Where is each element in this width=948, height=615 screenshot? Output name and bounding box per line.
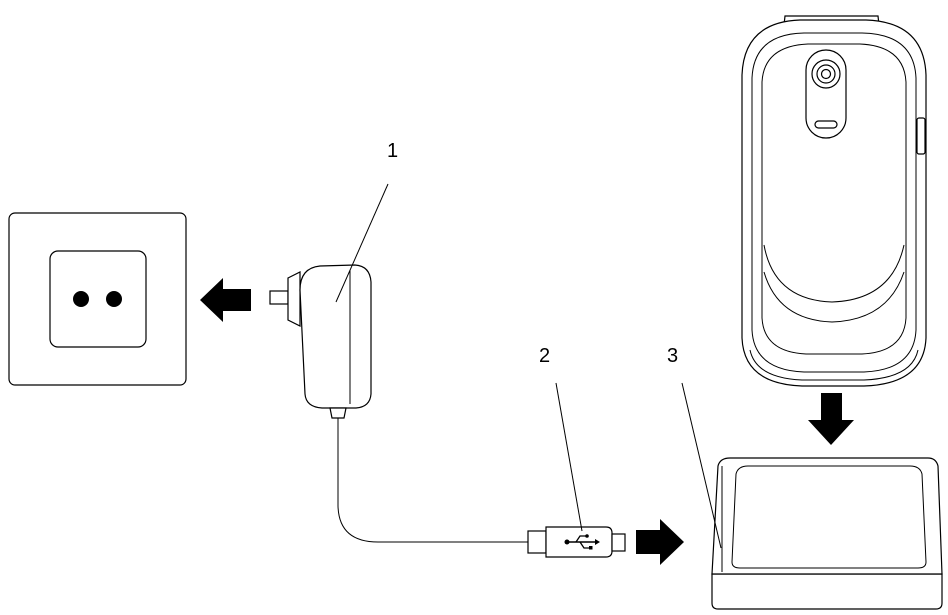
socket-hole-left	[73, 291, 89, 307]
mains-charger	[269, 264, 530, 543]
wall-socket	[8, 212, 187, 386]
socket-hole-right	[106, 291, 122, 307]
flip-phone	[741, 15, 927, 387]
desk-charger-cradle	[711, 457, 943, 610]
callout-label-2: 2	[539, 345, 550, 367]
arrow-right-icon	[636, 519, 684, 565]
usb-connector	[527, 526, 626, 558]
arrow-down-icon	[808, 393, 854, 445]
usb-symbol-icon	[564, 534, 600, 550]
callout-label-3: 3	[667, 345, 678, 367]
callout-1: 1	[335, 140, 398, 303]
callout-2: 2	[539, 345, 583, 532]
arrow-left-icon	[200, 278, 251, 322]
callout-3: 3	[667, 345, 722, 549]
callout-label-1: 1	[387, 140, 398, 162]
